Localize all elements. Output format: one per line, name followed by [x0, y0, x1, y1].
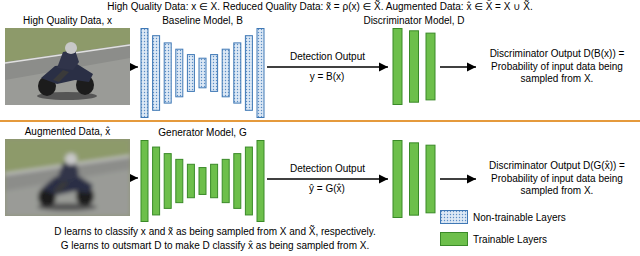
layer-stack — [140, 140, 265, 222]
edge-label: Detection Output — [288, 163, 367, 175]
input-image: High Quality Data, x — [5, 28, 130, 105]
connector-arrow — [440, 178, 476, 179]
legend-text: Trainable Layers — [473, 234, 547, 245]
legend-row: Trainable Layers — [440, 232, 547, 246]
output-text: Discriminator Output D(G(x̂)) = Probabil… — [478, 158, 636, 200]
connector-arrow — [267, 178, 388, 179]
discriminator-model: Discriminator Model, D — [390, 28, 438, 105]
legend-text: Non-trainable Layers — [473, 212, 566, 223]
network-model: Generator Model, G — [140, 140, 265, 222]
title-text: High Quality Data: x ∈ X. Reduced Qualit… — [0, 1, 640, 13]
output-text: Discriminator Output D(B(x)) = Probabili… — [480, 48, 634, 86]
legend-swatch — [440, 210, 468, 224]
discriminator-model — [390, 140, 438, 218]
layer-stack — [390, 140, 438, 218]
node-heading: Augmented Data, x̂ — [25, 126, 111, 138]
node-heading: Baseline Model, B — [162, 15, 243, 27]
photo-illustration — [5, 28, 130, 105]
legend-swatch — [440, 232, 468, 246]
connector-arrow — [132, 66, 138, 67]
node-heading: Generator Model, G — [158, 127, 246, 139]
layer-stack — [390, 28, 438, 105]
photo-illustration — [5, 139, 130, 216]
free-label: G learns to outsmart D to make D classif… — [61, 240, 369, 252]
free-label: ŷ = G(x̂) — [309, 183, 345, 195]
network-model: Baseline Model, B — [140, 28, 265, 118]
output-text: Discriminator Output D(G(x̂)) = Probabil… — [480, 160, 634, 198]
free-label: D learns to classify x and x̃ as being s… — [54, 226, 376, 238]
separator-line — [0, 120, 640, 122]
layer-stack — [140, 28, 265, 118]
output-text: Discriminator Output D(B(x)) = Probabili… — [478, 46, 636, 88]
legend-row: Non-trainable Layers — [440, 210, 566, 224]
free-label: y = B(x) — [310, 71, 345, 83]
connector-arrow — [440, 66, 476, 67]
node-heading: Discriminator Model, D — [363, 15, 464, 27]
connector-arrow — [132, 177, 138, 178]
edge-label: Detection Output — [288, 51, 367, 63]
node-heading: High Quality Data, x — [23, 15, 112, 27]
connector-arrow — [267, 66, 388, 67]
input-image: Augmented Data, x̂ — [5, 139, 130, 216]
